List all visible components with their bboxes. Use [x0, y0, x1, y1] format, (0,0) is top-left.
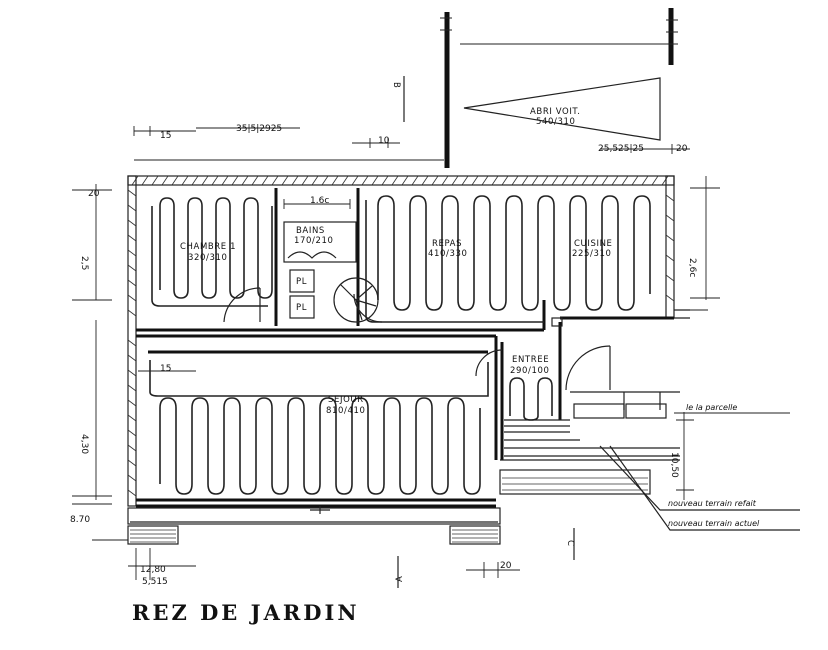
top-dimensions: 15 35|5|2925 10 25,525|25 20: [133, 124, 690, 161]
section-mark-b: B: [391, 76, 405, 122]
sejour: [136, 350, 496, 514]
dim-left-bottom: 4,30: [79, 434, 89, 454]
dim-top-mid: 35|5|2925: [236, 124, 282, 134]
limit-annotation: le la parcelle: [674, 403, 790, 414]
section-mark-c-label: C: [565, 540, 575, 547]
bains-name: BAINS: [296, 226, 325, 236]
cuisine-name: CUISINE: [574, 239, 613, 249]
dim-bottom-1280: 12,80: [140, 565, 166, 575]
dim-bottom-5515: 5,515: [142, 577, 168, 587]
dim-right-top: 25,525|25: [598, 144, 644, 154]
dim-left-top-small: 20: [88, 189, 100, 199]
dim-15-top: 15: [160, 131, 171, 141]
repas-cuisine-heating-coil: [365, 195, 651, 323]
pl1-label: PL: [296, 277, 307, 287]
repas-name: REPAS: [432, 239, 462, 249]
section-mark-a: A: [395, 556, 405, 588]
outer-walls: [127, 175, 690, 507]
dim-10: 10: [378, 136, 390, 146]
limit-label: le la parcelle: [686, 403, 737, 412]
bains-size: 170/210: [294, 236, 334, 246]
left-dimensions: 20 2,5 4,30 8.70 15: [70, 184, 196, 541]
chambre-name: CHAMBRE 1: [180, 242, 236, 252]
entree-size: 290/100: [510, 366, 550, 376]
section-mark-c: C: [565, 528, 575, 560]
right-dimensions: 2,6c 10,50: [669, 176, 720, 500]
dim-left-870: 8.70: [70, 515, 90, 525]
bottom-ground: nouveau terrain refait nouveau terrain a…: [127, 445, 800, 545]
dim-right-1050: 10,50: [669, 452, 679, 478]
dim-right-26: 2,6c: [687, 258, 697, 277]
entree-name: ENTREE: [512, 355, 549, 365]
carport: ABRI VOIT. 540/310: [440, 8, 678, 168]
sejour-size: 810/410: [326, 406, 366, 416]
terrain-refait-label: nouveau terrain refait: [668, 499, 757, 508]
section-mark-b-label: B: [391, 82, 401, 88]
dim-20: 20: [676, 144, 688, 154]
terrain-actuel-label: nouveau terrain actuel: [668, 519, 760, 528]
chambre-size: 320/310: [188, 253, 228, 263]
plan-title: REZ DE JARDIN: [132, 600, 360, 625]
bottom-dimensions: 12,80 5,515 20: [128, 548, 520, 587]
section-mark-a-label: A: [395, 576, 405, 582]
chambre-heating-coil: [151, 197, 273, 307]
dim-15-left: 15: [160, 364, 171, 374]
entree-heating-coil: [509, 377, 553, 421]
abri-name: ABRI VOIT.: [530, 107, 581, 117]
dim-bottom-20: 20: [500, 561, 512, 571]
dim-left-top: 2,5: [79, 256, 89, 270]
repas-size: 410/330: [428, 249, 468, 259]
abri-size: 540/310: [536, 117, 576, 127]
sejour-name: SEJOUR: [328, 395, 364, 405]
dim-bath-width: 1.6c: [310, 196, 329, 206]
cuisine-size: 225/310: [572, 249, 612, 259]
entree: [475, 317, 680, 460]
pl2-label: PL: [296, 303, 307, 313]
bath-block: 1.6c BAINS 170/210 PL PL: [223, 196, 383, 323]
